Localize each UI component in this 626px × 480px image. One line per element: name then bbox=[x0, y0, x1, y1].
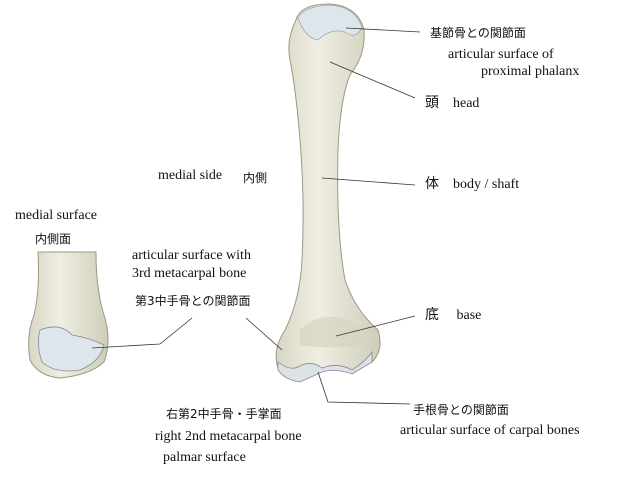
label-medial-side-jp: 内側 bbox=[243, 171, 268, 185]
medial-articular-facet bbox=[38, 326, 105, 372]
label-medial-side-en: medial side bbox=[158, 168, 223, 183]
caption-en-1: right 2nd metacarpal bone bbox=[155, 429, 302, 444]
label-carpal-en: articular surface of carpal bones bbox=[400, 423, 580, 438]
base-carpal-surface bbox=[277, 350, 373, 383]
label-proximal-facet-en-1: articular surface of bbox=[448, 47, 554, 62]
caption-en-2: palmar surface bbox=[163, 450, 246, 465]
leader-mc3-left bbox=[91, 317, 193, 349]
label-mc3-en-2: 3rd metacarpal bone bbox=[132, 266, 247, 281]
leader-head bbox=[329, 61, 416, 99]
label-base: 底 base bbox=[425, 308, 482, 323]
leader-base bbox=[335, 315, 416, 337]
label-mc3-jp: 第3中手骨との関節面 bbox=[135, 294, 251, 308]
label-mc3-en-1: articular surface with bbox=[132, 248, 251, 263]
label-medial-surface-jp: 内側面 bbox=[35, 232, 72, 246]
leader-proximal-facet bbox=[345, 27, 421, 33]
label-carpal-jp: 手根骨との関節面 bbox=[413, 403, 509, 417]
label-proximal-facet-jp: 基節骨との関節面 bbox=[430, 26, 526, 40]
leader-lines bbox=[91, 27, 421, 405]
caption-jp: 右第2中手骨・手掌面 bbox=[166, 407, 282, 421]
label-medial-surface-en: medial surface bbox=[15, 208, 98, 223]
label-head: 頭 head bbox=[425, 96, 480, 111]
label-body: 体 body / shaft bbox=[425, 177, 520, 192]
leader-carpal bbox=[317, 371, 411, 405]
label-proximal-facet-en-2: proximal phalanx bbox=[481, 64, 580, 79]
leader-body bbox=[321, 177, 416, 186]
head-articular-cartilage bbox=[297, 4, 363, 41]
leader-mc3-right bbox=[245, 317, 283, 351]
